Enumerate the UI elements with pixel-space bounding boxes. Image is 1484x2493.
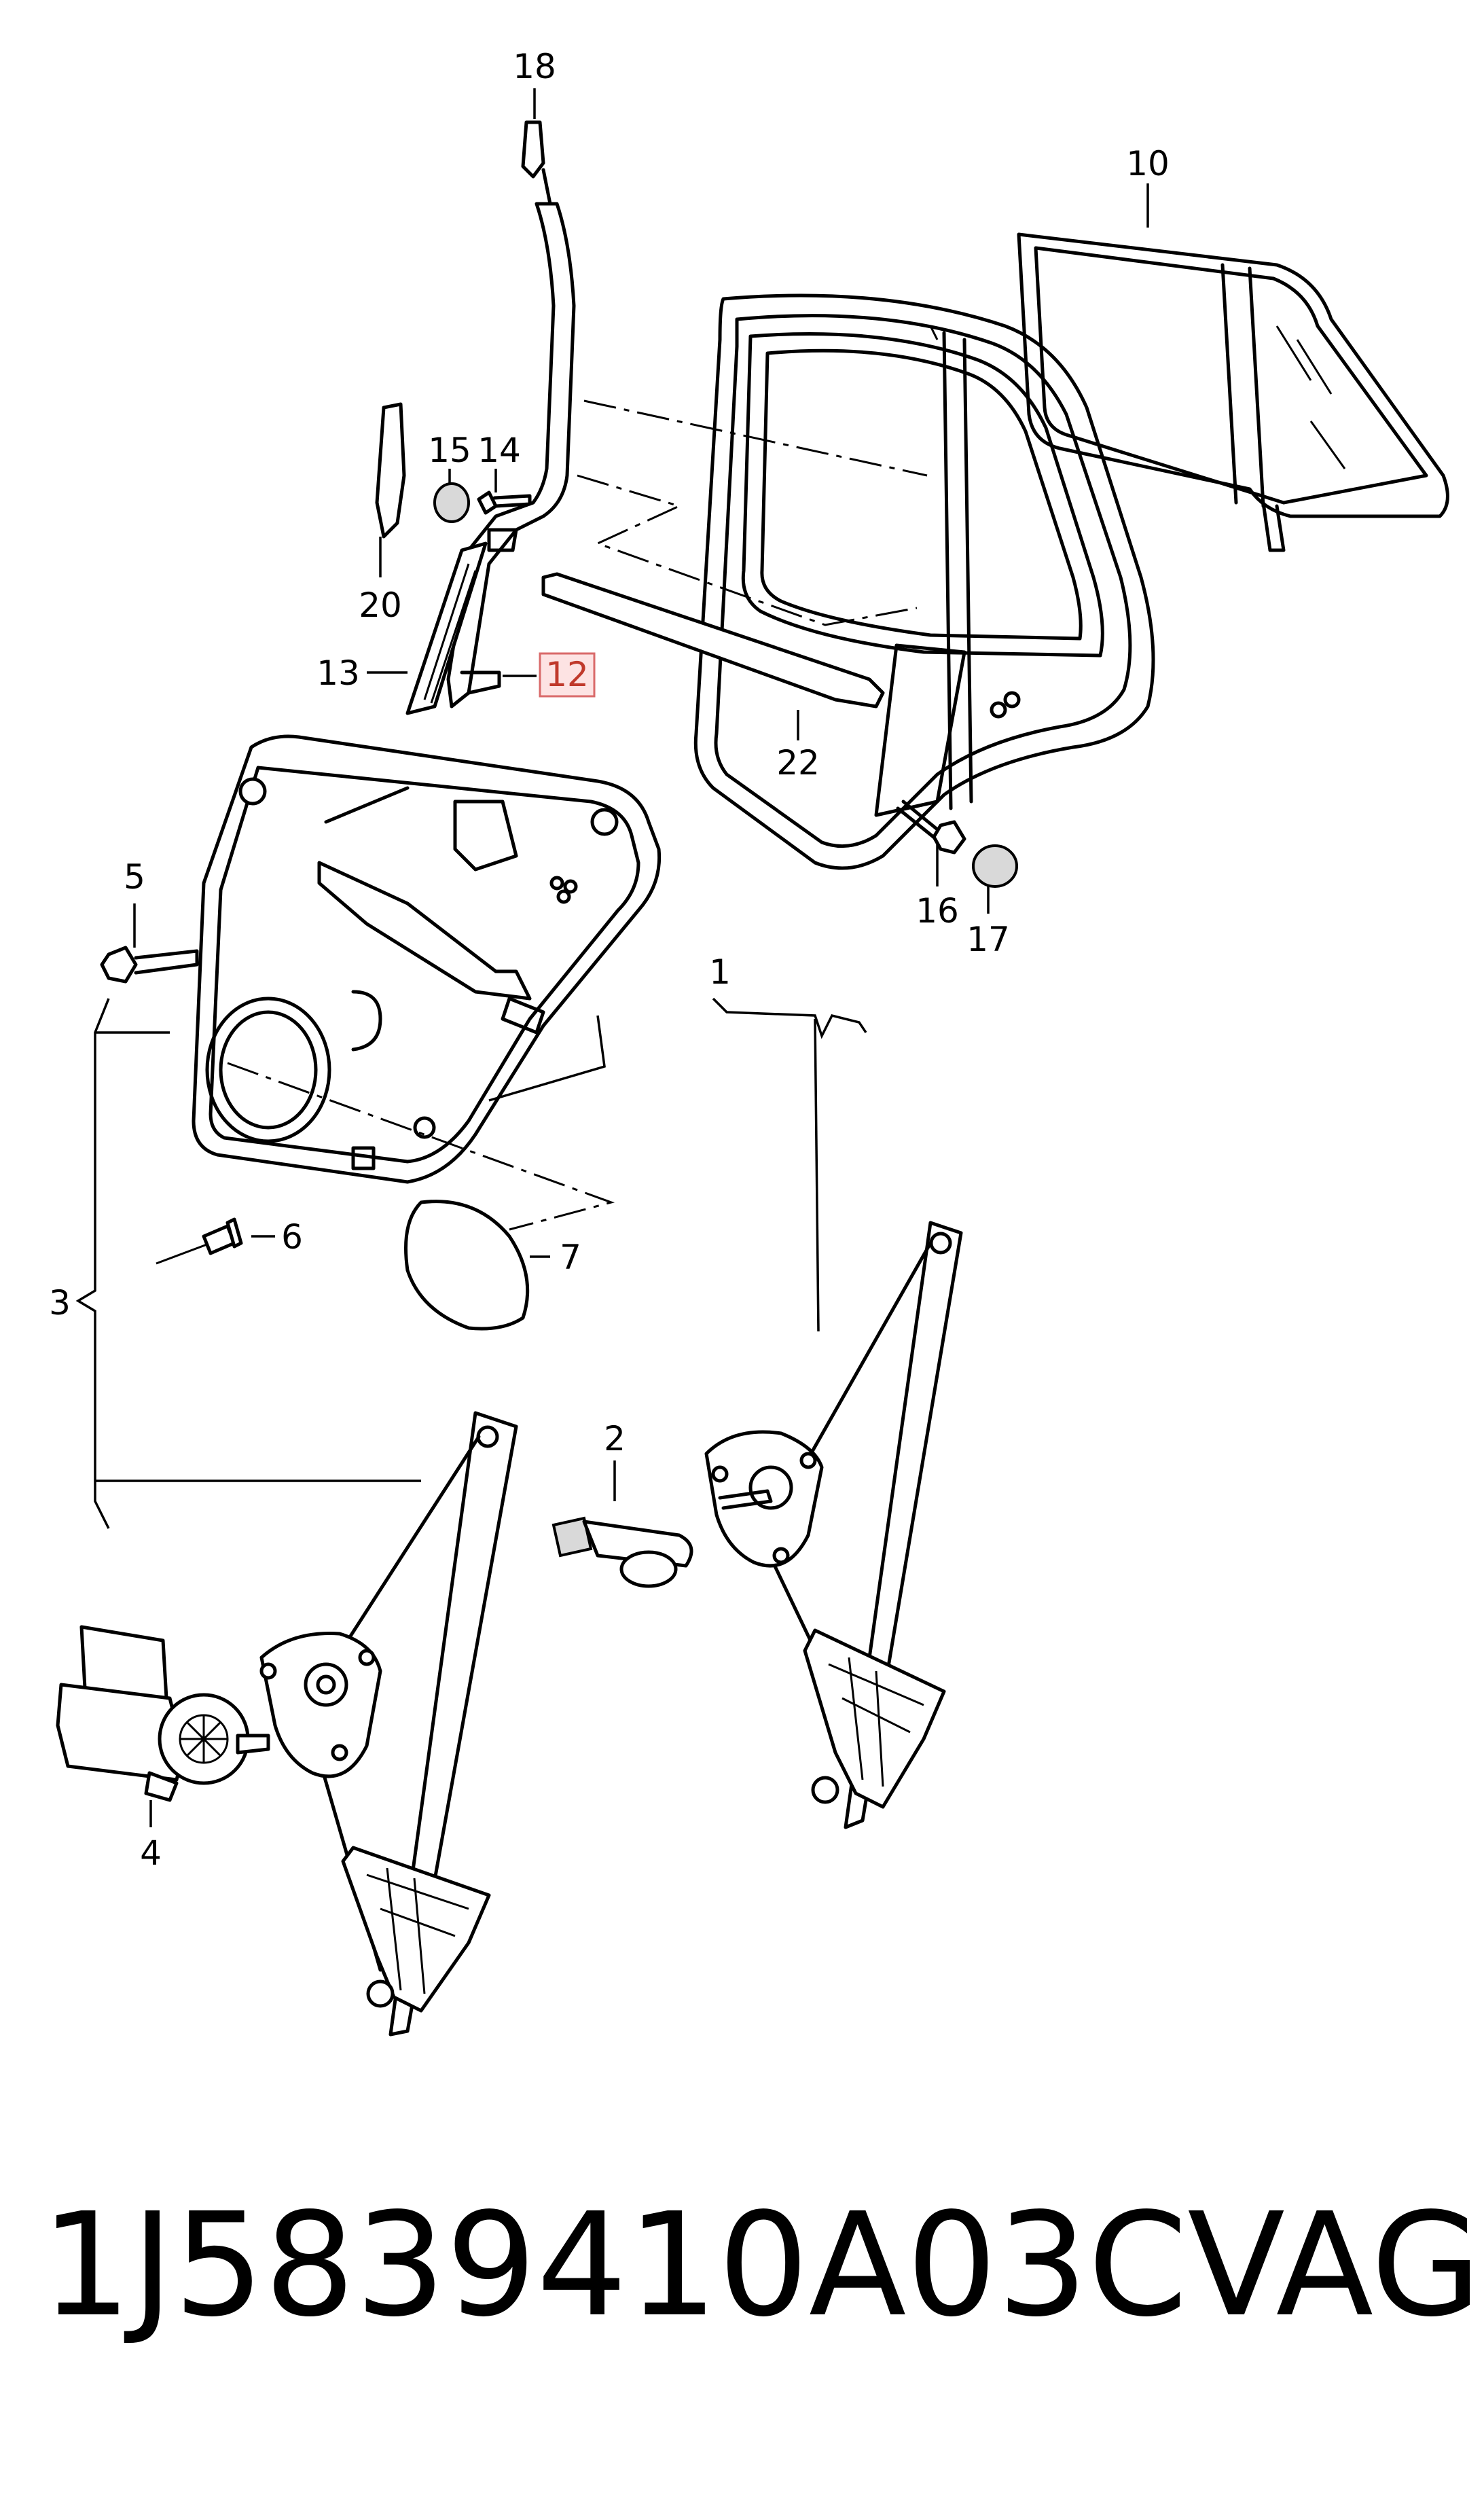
regulator-manual	[704, 1221, 963, 1829]
part-number: 1J5839410A03C	[41, 2182, 1188, 2348]
bolt-small	[477, 490, 532, 515]
assembly-lines	[227, 399, 928, 1231]
callout-13: 13	[316, 653, 360, 693]
callout-10: 10	[1126, 144, 1170, 183]
leader-lines	[133, 88, 1149, 1827]
callout-16: 16	[916, 891, 959, 931]
window-glass	[1017, 232, 1449, 552]
bracket-group-3	[75, 998, 421, 1529]
callout-1: 1	[709, 952, 731, 992]
callout-6: 6	[281, 1217, 303, 1257]
crank-handle	[551, 1516, 693, 1588]
callouts: 18 10 15 14 20 13 12 22 16 17 5 1 6 7 3 …	[49, 47, 1170, 1873]
callout-12-highlight	[539, 652, 596, 698]
callout-4: 4	[140, 1833, 162, 1873]
callout-15: 15	[428, 431, 471, 470]
brand: VAG	[1187, 2182, 1482, 2348]
regulator-electric	[259, 1411, 518, 2037]
callout-17: 17	[966, 920, 1010, 959]
callout-5: 5	[124, 857, 145, 897]
bolt-lower	[896, 800, 966, 855]
rivet	[156, 1217, 243, 1265]
seal-strip	[405, 541, 488, 715]
door-frame	[693, 293, 1155, 870]
callout-3: 3	[49, 1283, 71, 1323]
trim-piece	[375, 402, 406, 539]
footer: 1J5839410A03C VAG	[41, 2182, 1481, 2348]
callout-22: 22	[776, 743, 820, 783]
callout-14: 14	[477, 431, 521, 470]
callout-20: 20	[359, 586, 402, 625]
cap-lower	[972, 844, 1018, 888]
door-panel	[192, 734, 662, 1184]
callout-7: 7	[560, 1238, 581, 1277]
cover-disc	[404, 1200, 530, 1331]
callout-12: 12	[545, 655, 589, 694]
bracket-group-1	[488, 997, 867, 1332]
window-motor	[56, 1625, 270, 1802]
cap-small	[433, 482, 470, 523]
waist-strip	[541, 572, 885, 709]
guide-rail	[446, 120, 576, 709]
callout-18: 18	[513, 47, 556, 86]
bolt	[100, 946, 199, 984]
callout-2: 2	[604, 1419, 626, 1458]
